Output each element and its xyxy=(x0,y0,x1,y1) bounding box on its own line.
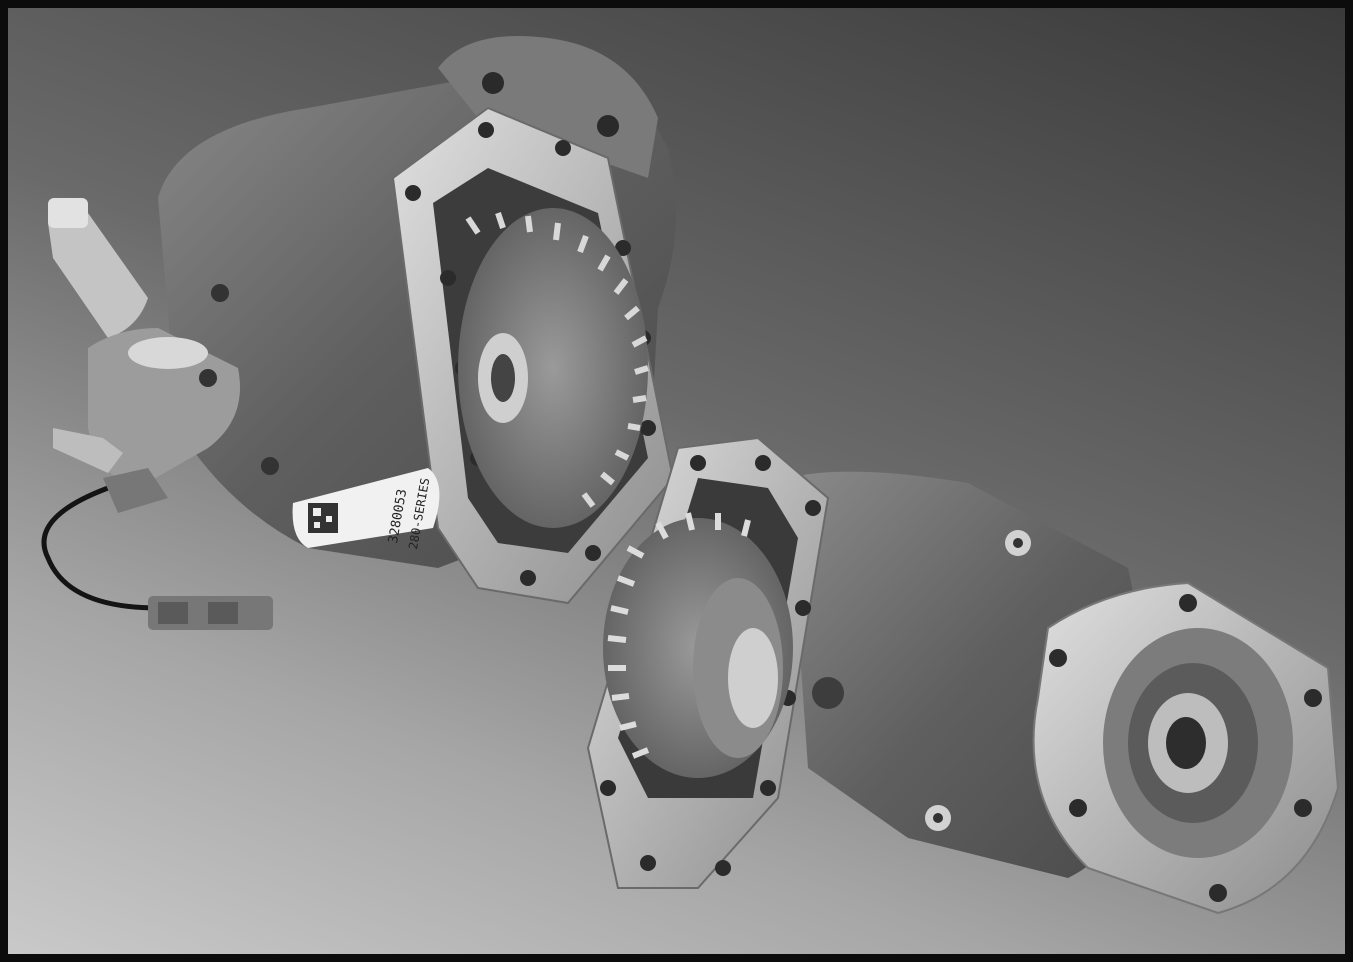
upper-pto-gear xyxy=(458,208,649,528)
lower-pto-gears xyxy=(603,512,793,778)
output-housing xyxy=(1032,581,1340,915)
sensor-wire xyxy=(41,485,159,611)
mounting-studs xyxy=(812,530,1031,831)
upper-pto-unit xyxy=(41,36,676,630)
product-photo: 280-SERIES 3280053 xyxy=(8,8,1345,954)
electrical-connector xyxy=(148,596,273,630)
solenoid-valve xyxy=(48,198,279,488)
product-label xyxy=(292,468,440,548)
lower-pto-unit xyxy=(586,436,1340,915)
upper-pto-rear-flange xyxy=(438,36,658,178)
gearbox-illustration xyxy=(41,36,1340,915)
air-fitting xyxy=(53,428,123,473)
